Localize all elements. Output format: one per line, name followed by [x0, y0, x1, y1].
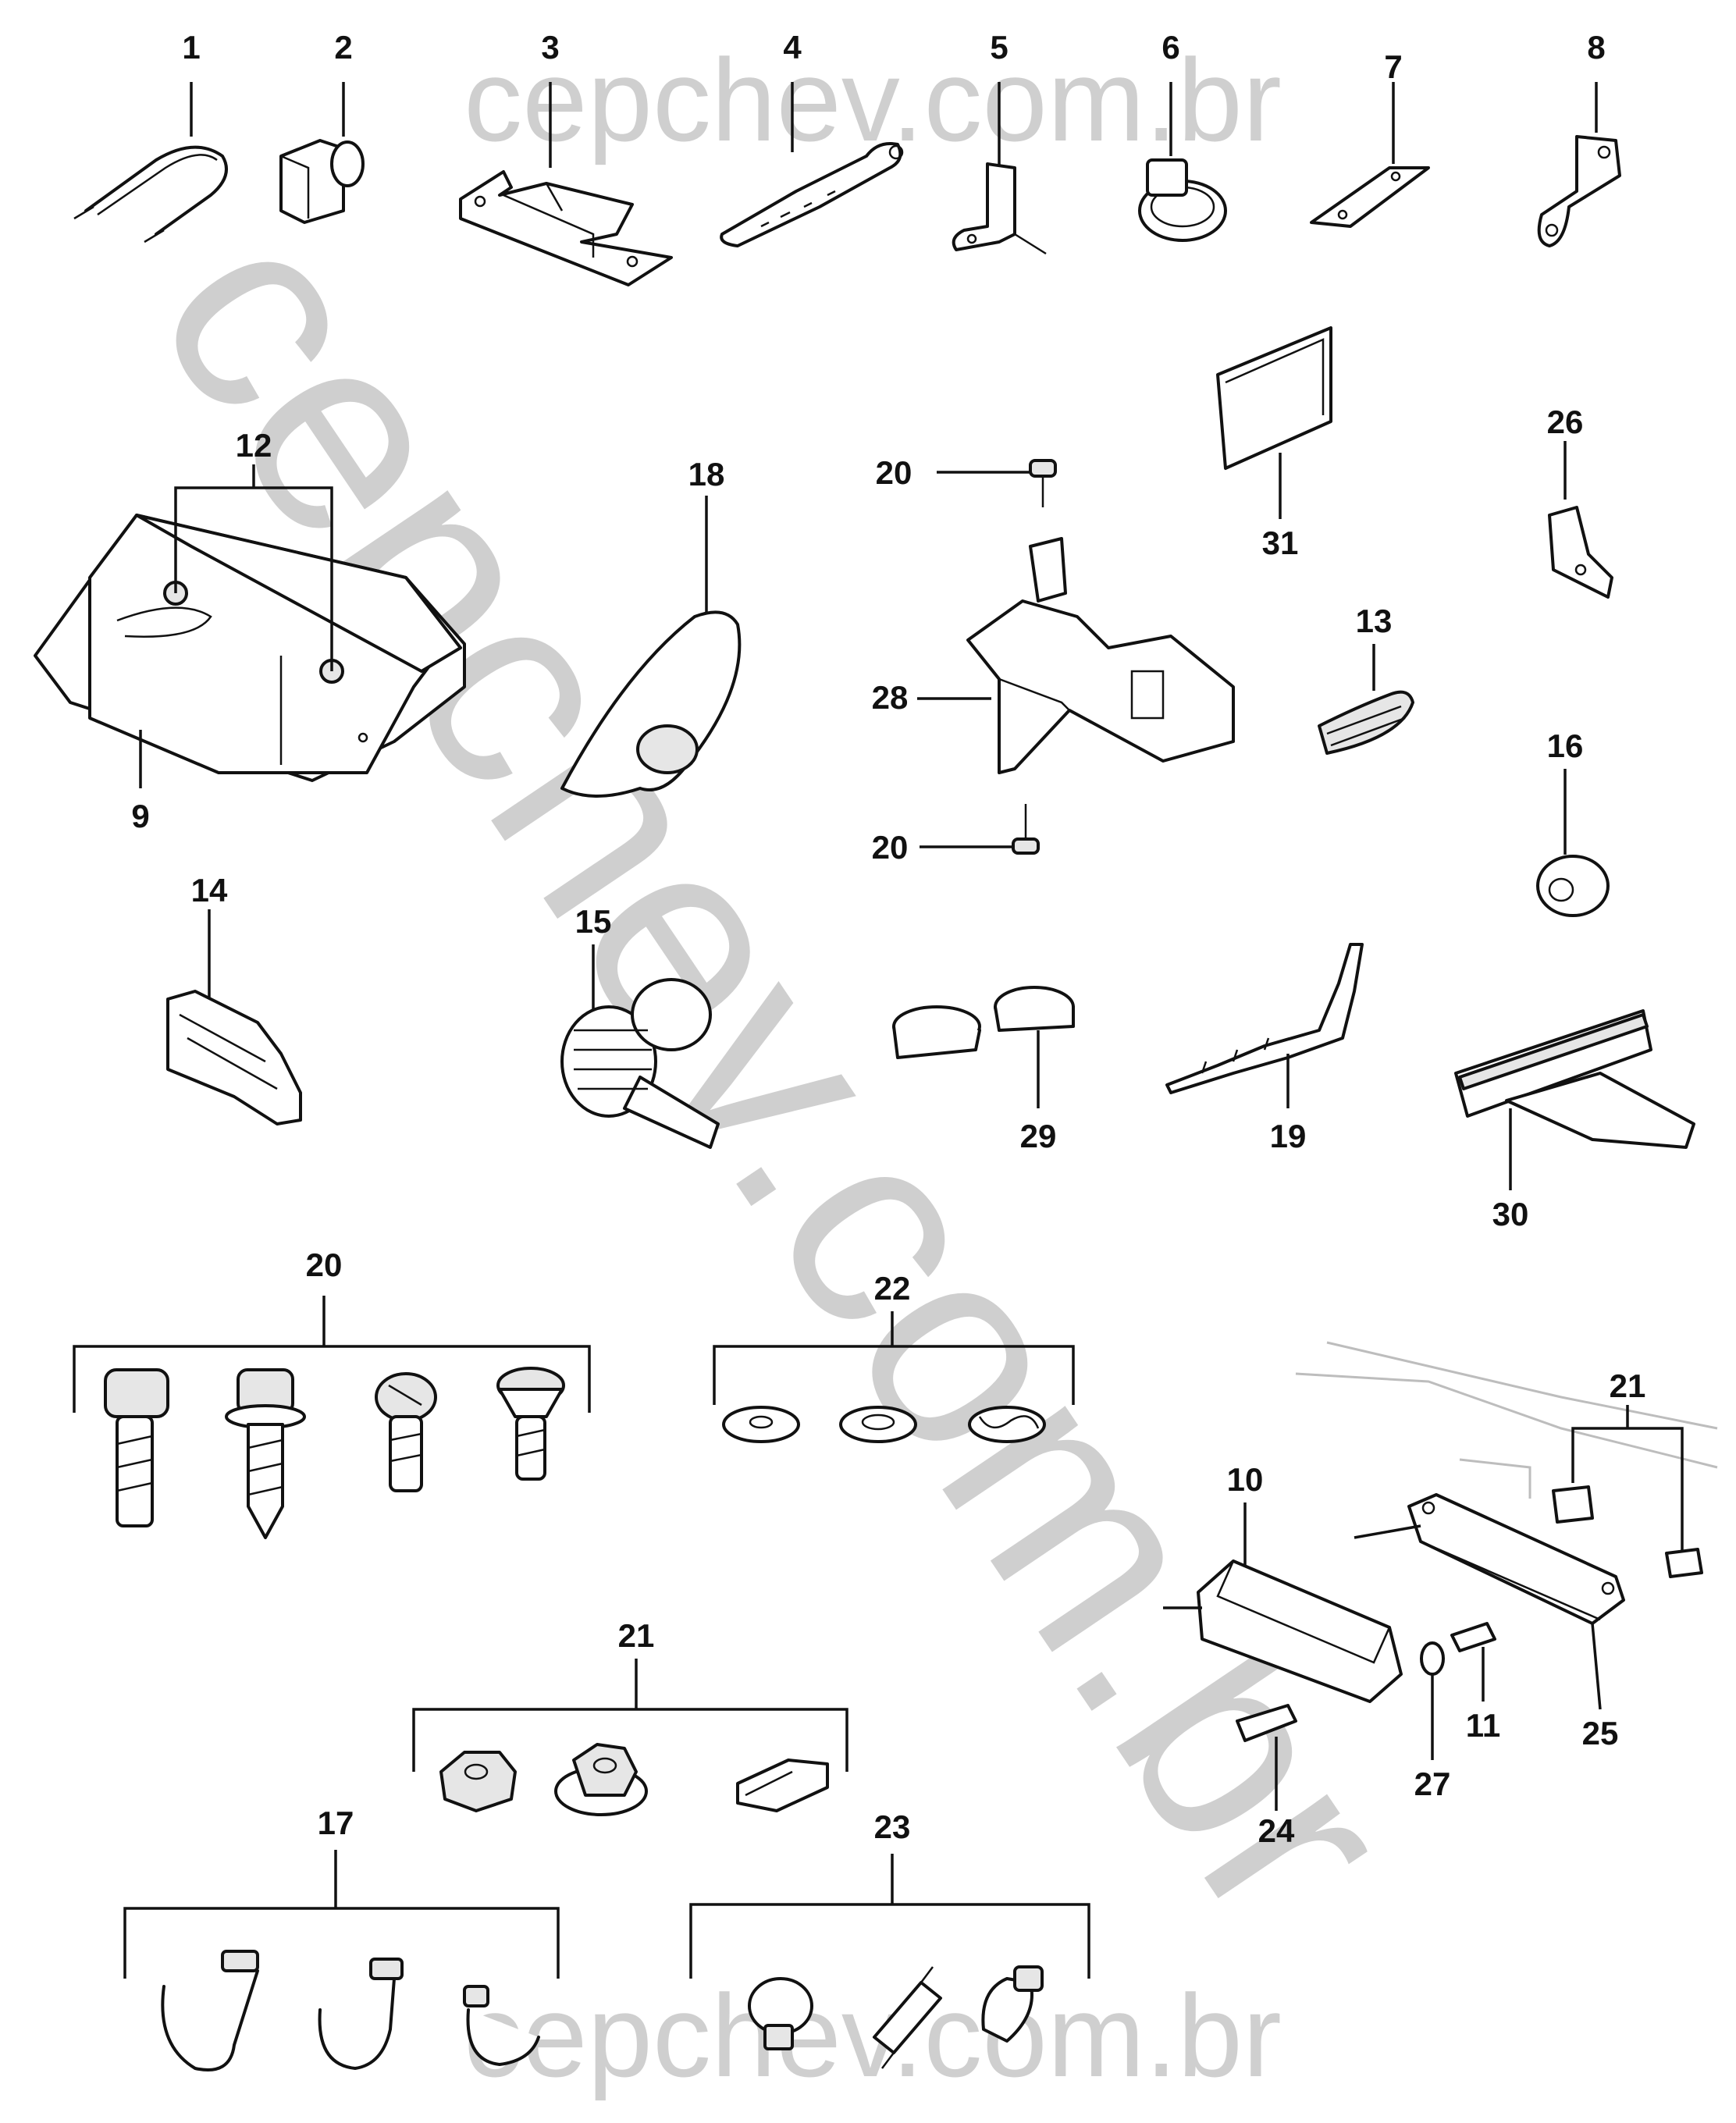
part-21-clips-right: [1552, 1405, 1703, 1578]
callout-5: 5: [990, 29, 1008, 66]
part-26-clip: [1548, 441, 1613, 599]
part-20-screw-top: [937, 459, 1057, 507]
nut-hex: [439, 1751, 517, 1812]
callout-19: 19: [1270, 1118, 1307, 1154]
part-7-flat-plate: [1310, 82, 1430, 228]
callout-30: 30: [1492, 1196, 1529, 1232]
callout-31: 31: [1262, 525, 1299, 561]
fastener-self-tap-screw: [225, 1368, 306, 1539]
fastener-slotted-screw: [375, 1372, 437, 1492]
callout-7: 7: [1384, 48, 1402, 85]
callout-20-top: 20: [876, 454, 912, 491]
cable-tie-small: [463, 1985, 540, 2066]
part-2-clip: [279, 82, 365, 224]
fastener-bolt-hex: [104, 1368, 169, 1527]
callout-22: 22: [874, 1270, 911, 1307]
callout-2: 2: [334, 29, 352, 66]
part-28-housing: [966, 537, 1235, 774]
callout-13: 13: [1356, 603, 1393, 639]
callout-20-group: 20: [306, 1246, 343, 1283]
callout-8: 8: [1587, 29, 1605, 66]
nut-clip: [736, 1758, 829, 1812]
ghost-body-outline: [1295, 1341, 1718, 1499]
bulb-festoon: [873, 1966, 942, 2069]
callout-14: 14: [191, 872, 228, 909]
bulb-wedge: [748, 1977, 813, 2050]
part-12-screws: [163, 464, 344, 684]
part-5-angle-plate: [952, 82, 1047, 255]
part-30-sponge-plate: [1454, 1009, 1695, 1190]
callout-17: 17: [318, 1805, 354, 1841]
bulb-bayonet: [981, 1965, 1044, 2043]
part-18-cover: [560, 496, 742, 798]
callout-20-bottom: 20: [872, 829, 909, 866]
callout-11: 11: [1466, 1707, 1500, 1744]
callout-28: 28: [872, 679, 909, 716]
part-3-bracket: [459, 82, 673, 286]
part-31-pad: [1216, 326, 1332, 519]
callout-6: 6: [1161, 29, 1179, 66]
callout-12: 12: [236, 427, 272, 464]
part-25-terminal-block: [1354, 1493, 1625, 1710]
part-11-screw: [1450, 1622, 1496, 1702]
group-20-bracket: [73, 1296, 591, 1413]
callout-29: 29: [1020, 1118, 1057, 1154]
callout-3: 3: [541, 29, 559, 66]
callout-23: 23: [874, 1808, 911, 1845]
callout-9: 9: [131, 798, 149, 834]
nut-flange: [554, 1743, 648, 1816]
washer-split: [839, 1406, 917, 1443]
part-8-offset-bracket: [1537, 82, 1621, 247]
part-4-strap: [720, 82, 904, 247]
washer-flat: [722, 1406, 800, 1443]
callout-25: 25: [1582, 1715, 1619, 1751]
cable-tie-large: [161, 1950, 259, 2071]
callout-21-group: 21: [618, 1617, 655, 1654]
part-19-strap: [1165, 943, 1364, 1108]
group-22-bracket: [713, 1311, 1075, 1405]
callout-18: 18: [688, 456, 725, 493]
part-10-relay-housing: [1163, 1502, 1403, 1703]
part-20-screw-bottom: [920, 804, 1040, 855]
part-13-mesh: [1318, 644, 1414, 755]
callout-24: 24: [1258, 1812, 1295, 1849]
callout-27: 27: [1414, 1766, 1451, 1802]
callout-10: 10: [1227, 1461, 1264, 1498]
watermark-top: cepchev.com.br: [464, 34, 1282, 165]
group-17-bracket: [123, 1850, 560, 1979]
callout-21-right: 21: [1610, 1367, 1646, 1404]
watermark-bottom: cepchev.com.br: [464, 1970, 1282, 2101]
part-27-washer: [1420, 1641, 1445, 1760]
group-23-bracket: [689, 1854, 1090, 1979]
part-14-connector: [166, 909, 302, 1126]
callout-1: 1: [182, 29, 200, 66]
part-6-hose-clamp: [1138, 82, 1227, 242]
cable-tie-medium: [318, 1958, 404, 2070]
part-29-clamp-pair: [892, 986, 1075, 1108]
part-16-grommet: [1536, 769, 1610, 917]
callout-4: 4: [783, 29, 802, 66]
callout-16: 16: [1547, 727, 1584, 764]
fastener-countersunk-screw: [496, 1367, 565, 1481]
washer-tooth: [968, 1406, 1046, 1443]
part-1-wire-jumper: [73, 82, 228, 244]
callout-15: 15: [575, 903, 612, 940]
callout-26: 26: [1547, 404, 1584, 440]
part-15-boot: [560, 944, 720, 1149]
part-24-bushing: [1236, 1704, 1297, 1811]
group-21-bracket: [412, 1659, 848, 1772]
